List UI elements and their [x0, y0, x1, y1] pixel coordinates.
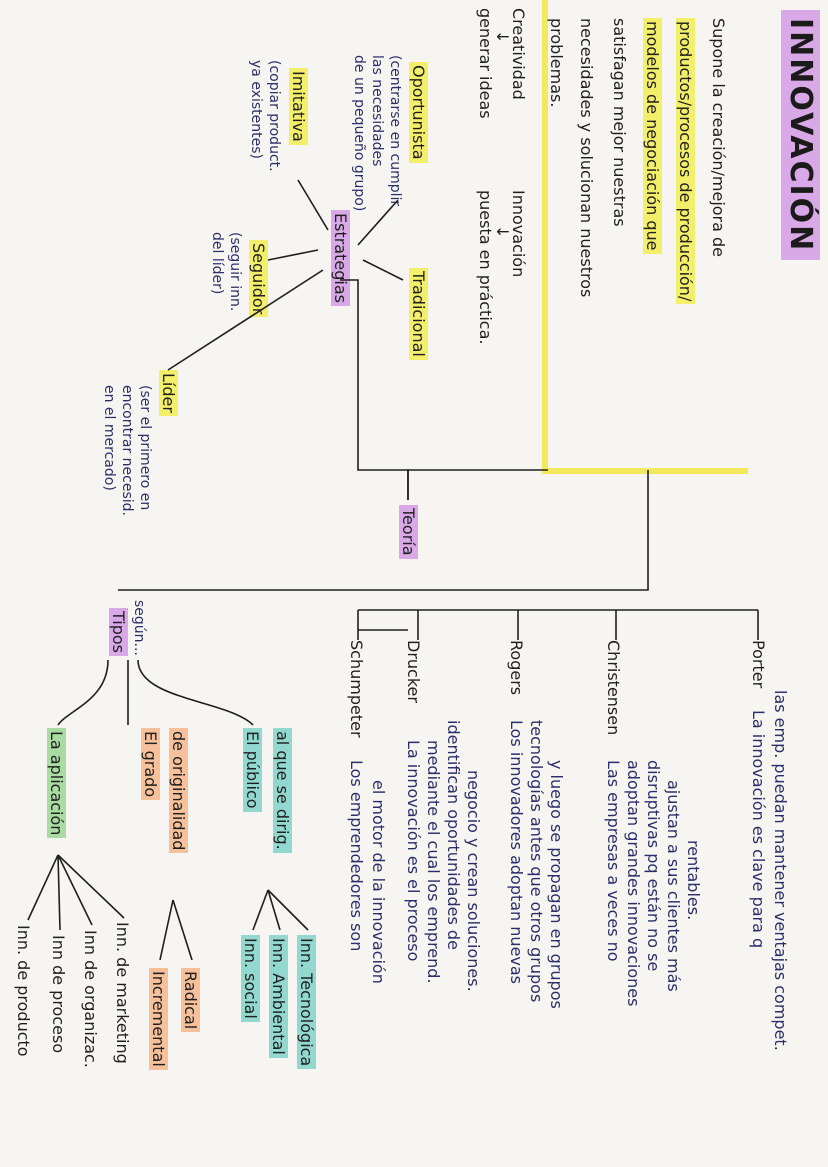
- connector-lines: [27, 179, 759, 961]
- notebook-page: INNOVACIÓN Supone la creación/mejora de …: [14, 0, 820, 1070]
- rotated-notes: INNOVACIÓN Supone la creación/mejora de …: [14, 0, 820, 1070]
